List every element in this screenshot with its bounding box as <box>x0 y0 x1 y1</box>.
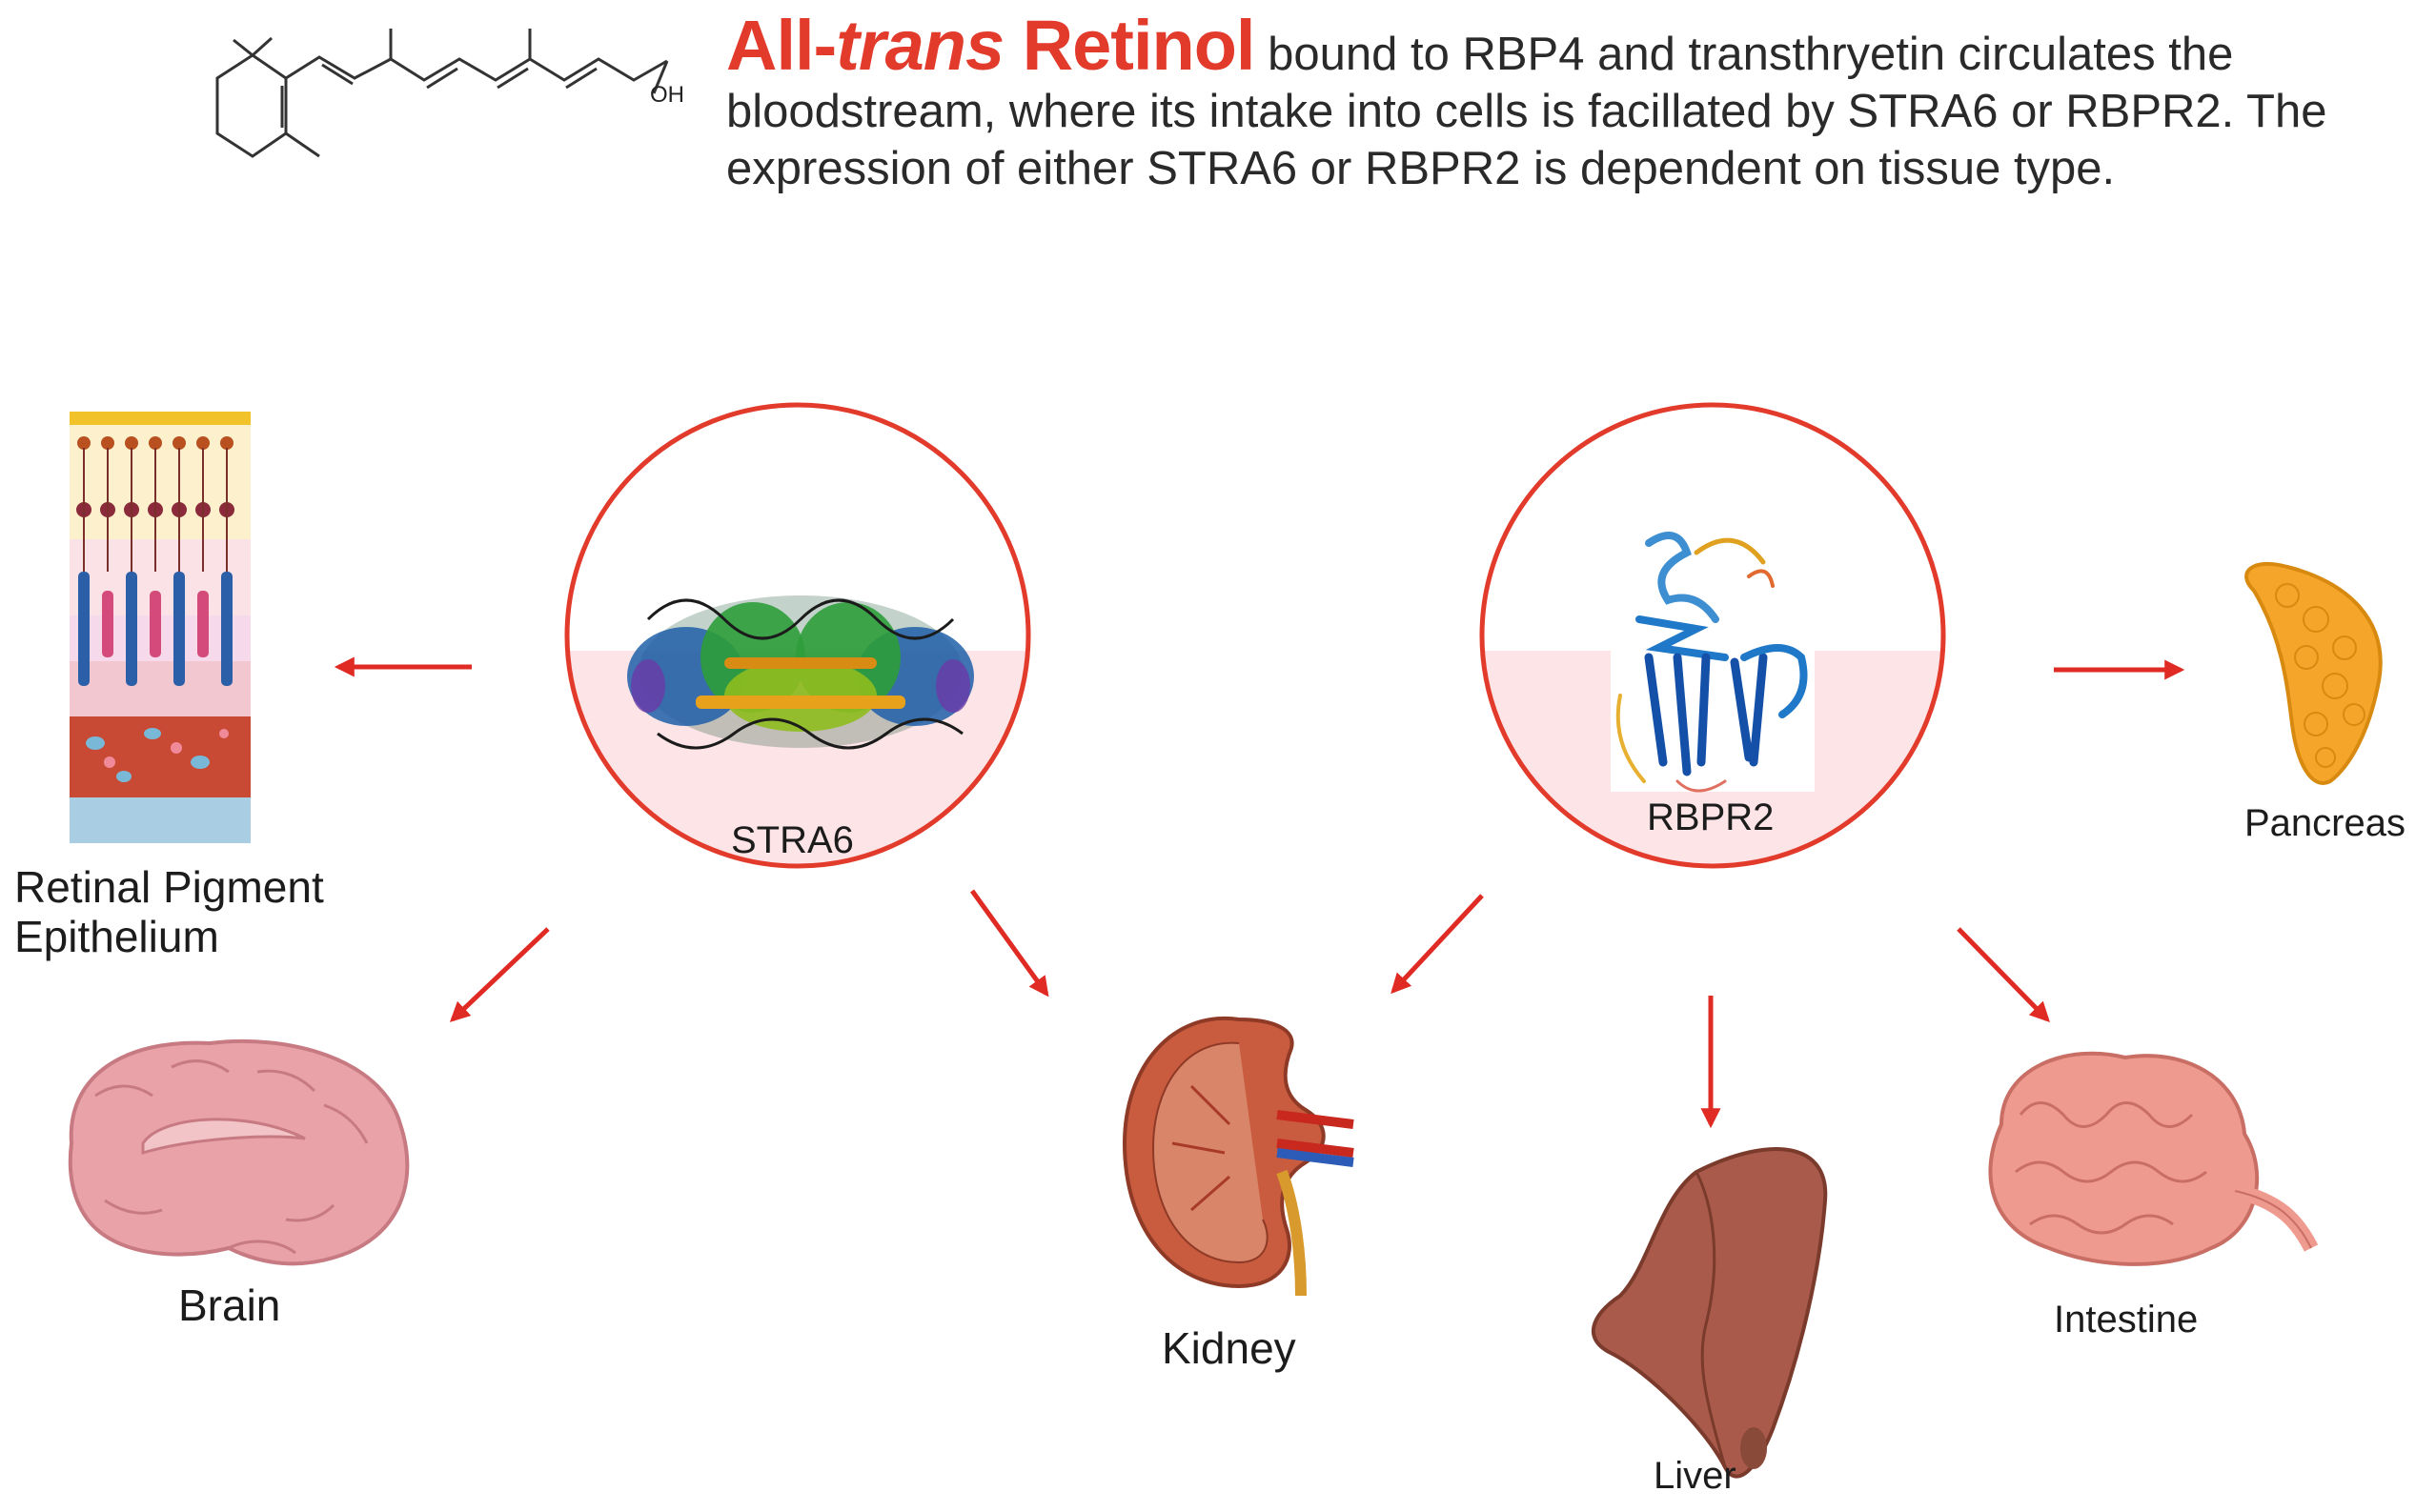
liver-label: Liver <box>1654 1455 1736 1497</box>
stra6-protein-structure-icon <box>627 595 974 750</box>
rbpr2-label: RBPR2 <box>1647 796 1775 838</box>
brain-label: Brain <box>178 1280 281 1330</box>
kidney-label: Kidney <box>1162 1323 1296 1373</box>
brain-icon <box>68 1038 410 1266</box>
retinol-title: All-trans Retinol <box>726 6 1255 85</box>
arrow-stra6-to-kidney <box>969 889 1049 998</box>
arrow-rbpr2-to-intestine <box>1957 927 2050 1023</box>
pancreas-label: Pancreas <box>2244 802 2406 844</box>
arrow-rbpr2-to-kidney <box>1391 894 1484 995</box>
arrows <box>334 656 2185 1129</box>
rbpr2-protein-structure-icon <box>1615 532 1808 793</box>
stra6-label: STRA6 <box>731 819 854 861</box>
liver-icon <box>1591 1147 1828 1479</box>
rpe-label-line1: Retinal Pigment <box>14 862 324 912</box>
molecule-oh-label: OH <box>650 82 684 108</box>
retinol-molecule-icon <box>215 29 669 158</box>
header-description: bound to RBP4 and transthryetin circulat… <box>726 29 2327 194</box>
rpe-label-line2: Epithelium <box>14 912 219 961</box>
title-italic-trans: trans <box>836 6 1005 85</box>
retina-layers-icon <box>70 412 251 843</box>
kidney-icon <box>1122 1016 1354 1297</box>
rpe-label: Retinal Pigment Epithelium <box>14 862 324 961</box>
pancreas-icon <box>2244 561 2383 785</box>
header-text-block: All-trans Retinol bound to RBP4 and tran… <box>726 10 2404 197</box>
arrow-stra6-to-brain <box>449 927 550 1022</box>
intestine-icon <box>1988 1051 2319 1266</box>
intestine-label: Intestine <box>2054 1299 2199 1341</box>
